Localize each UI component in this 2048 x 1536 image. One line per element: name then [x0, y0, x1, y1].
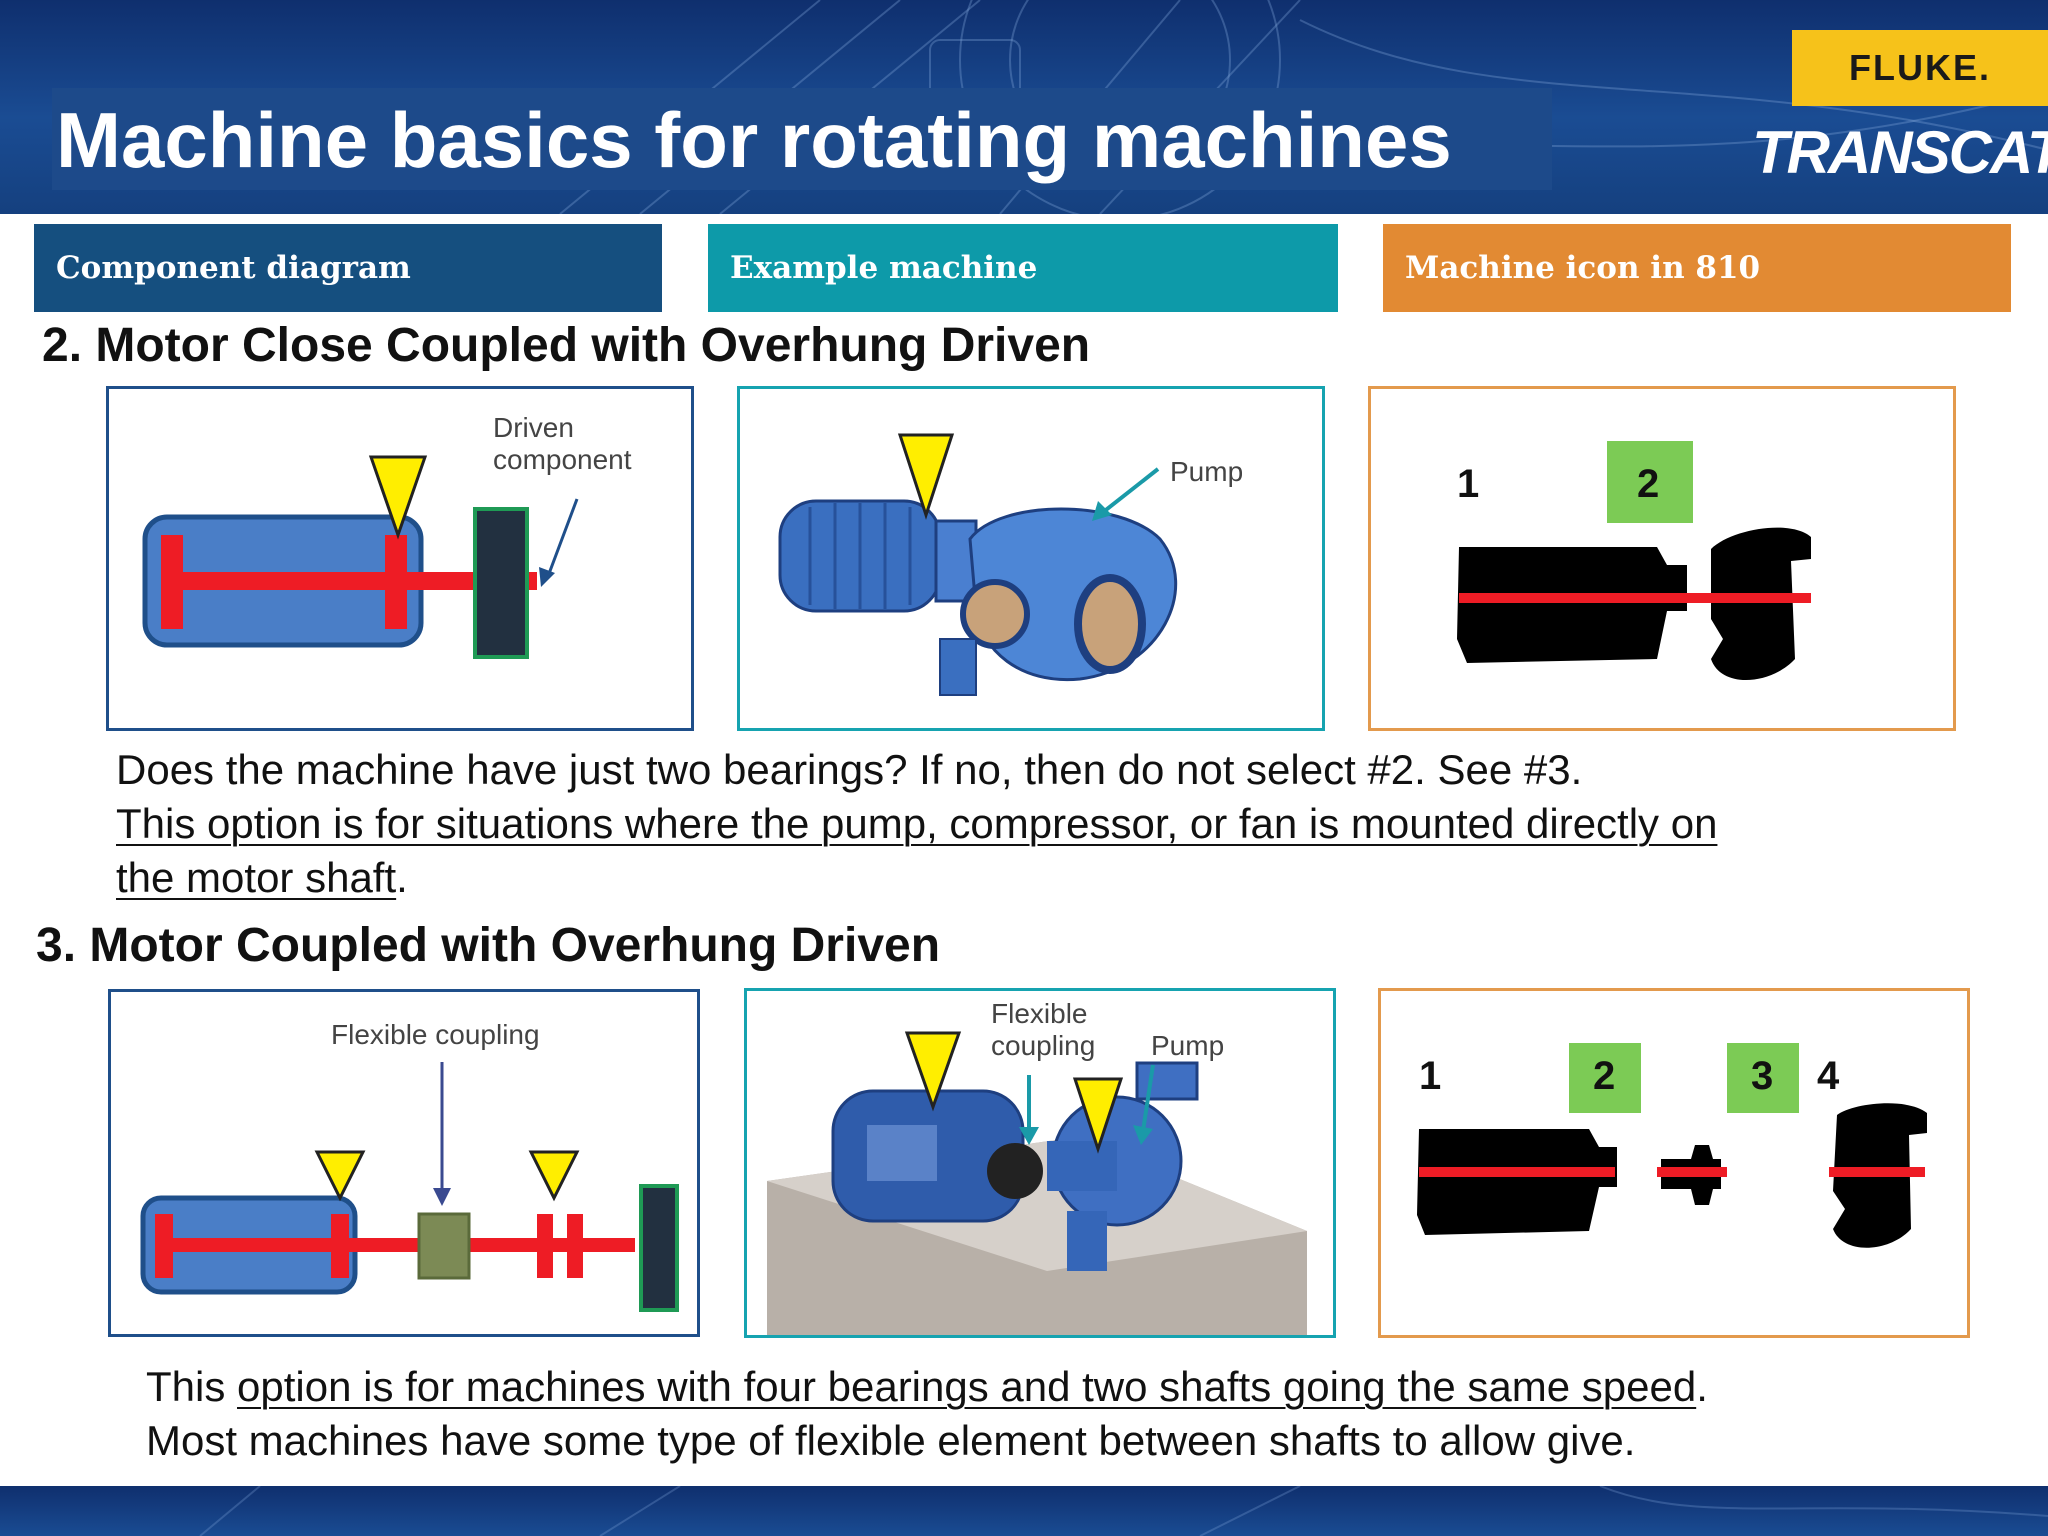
pump-arrow-head-icon	[1092, 501, 1112, 521]
icon-highlight-box	[1607, 441, 1693, 523]
section-3-text-line1-end: .	[1696, 1363, 1708, 1410]
column-header-example-machine: Example machine	[708, 224, 1338, 312]
pump-inlet-shape	[1074, 574, 1146, 674]
sensor-triangle-left-icon	[314, 1150, 366, 1202]
section-3-text-line2: Most machines have some type of flexible…	[146, 1417, 1636, 1464]
coupling-arrow-head-icon	[1019, 1127, 1039, 1145]
section-2-component-diagram: Driven component	[106, 386, 694, 731]
motor-silhouette-icon	[1457, 547, 1687, 663]
flexible-coupling-label: Flexible coupling	[331, 1019, 540, 1050]
pump-bearing-housing-shape	[1047, 1141, 1117, 1191]
flexible-label-line1: Flexible	[991, 998, 1087, 1029]
icon-number-2: 2	[1593, 1054, 1615, 1098]
pump-arrow-head-icon	[1133, 1125, 1153, 1145]
sensor-triangle-right-icon	[1072, 1077, 1124, 1154]
icon-number-4: 4	[1817, 1054, 1840, 1098]
pump-arrow-line	[1141, 1064, 1155, 1132]
icon-highlight-box-2	[1569, 1043, 1641, 1113]
pump-label: Pump	[1151, 1030, 1224, 1061]
pump-arrow-line	[1100, 467, 1160, 515]
icon-shaft-line	[1459, 593, 1811, 603]
section-2-text-line2: This option is for situations where the …	[116, 800, 1718, 847]
section-2-text-line3-end: .	[396, 854, 408, 901]
header-banner: Machine basics for rotating machines FLU…	[0, 0, 2048, 214]
pump-foot-shape	[939, 638, 977, 696]
section-2-machine-icon: 1 2	[1368, 386, 1956, 731]
pump-outlet-shape	[960, 579, 1030, 649]
sensor-triangle-icon	[368, 455, 428, 540]
footer-background-pattern	[199, 1486, 2048, 1536]
icon-number-2: 2	[1637, 462, 1659, 506]
page-title: Machine basics for rotating machines	[56, 96, 1452, 184]
driven-label-line1: Driven	[493, 412, 574, 443]
title-backdrop	[52, 88, 1552, 190]
driven-arrow-head-icon	[539, 567, 555, 587]
section-2-text-line1: Does the machine have just two bearings?…	[116, 746, 1583, 793]
shaft-line	[155, 1238, 635, 1252]
driven-label-line2: component	[493, 444, 632, 475]
section-2-text-line3-underlined: the motor shaft	[116, 854, 397, 901]
icon-810-coupled-overhung: 1 2 3 4	[1417, 1043, 1927, 1248]
column-header-machine-icon: Machine icon in 810	[1383, 224, 2011, 312]
close-coupled-diagram: Driven component	[142, 412, 632, 659]
icon-shaft-coupling	[1657, 1167, 1727, 1177]
icon-810-close-coupled: 1 2	[1457, 441, 1811, 681]
flexible-label-line2: coupling	[991, 1030, 1095, 1061]
driven-component-shape	[639, 1184, 679, 1312]
icon-number-1: 1	[1419, 1054, 1441, 1098]
section-2-title: 2. Motor Close Coupled with Overhung Dri…	[42, 319, 1091, 372]
section-2-example-machine: Pump	[737, 386, 1325, 731]
coupling-guard-shape	[987, 1143, 1043, 1199]
sensor-triangle-left-icon	[904, 1031, 962, 1112]
pump-bearing-3	[537, 1214, 553, 1278]
coupling-shape	[417, 1212, 471, 1280]
section-3-description: This option is for machines with four be…	[146, 1360, 1966, 1468]
column-header-component-diagram: Component diagram	[34, 224, 662, 312]
pump-label: Pump	[1170, 456, 1243, 487]
pump-discharge-shape	[1135, 1061, 1199, 1101]
coupling-arrow-head-icon	[433, 1188, 451, 1206]
coupled-overhung-diagram: Flexible coupling	[140, 1019, 679, 1312]
pump-silhouette-icon	[1711, 527, 1811, 681]
section-3-text-line1-underlined: option is for machines with four bearing…	[237, 1363, 1697, 1410]
section-3-example-machine: Flexible coupling Pump	[744, 988, 1336, 1338]
fluke-logo: FLUKE.	[1792, 30, 2048, 106]
section-2-text-line3: the motor shaft.	[116, 851, 1936, 905]
section-3-component-diagram: Flexible coupling	[108, 989, 700, 1337]
close-coupled-pump-illustration: Pump	[778, 433, 1243, 696]
sensor-triangle-icon	[897, 433, 955, 520]
driven-component-shape	[473, 507, 529, 659]
section-3-title: 3. Motor Coupled with Overhung Driven	[36, 919, 941, 972]
shaft-line	[161, 572, 537, 590]
icon-shaft-motor	[1419, 1167, 1615, 1177]
section-2-description: Does the machine have just two bearings?…	[116, 743, 1936, 905]
sensor-triangle-right-icon	[528, 1150, 580, 1202]
section-3-text-line1-start: This	[146, 1363, 238, 1410]
pump-foot-shape	[1067, 1211, 1107, 1271]
coupled-pump-illustration: Flexible coupling Pump	[767, 998, 1307, 1335]
pump-bearing-4	[567, 1214, 583, 1278]
footer-banner	[0, 1486, 2048, 1536]
icon-highlight-box-3	[1727, 1043, 1799, 1113]
transcat-logo: TRANSCAT	[1752, 119, 2048, 186]
icon-number-3: 3	[1751, 1054, 1773, 1098]
section-3-machine-icon: 1 2 3 4	[1378, 988, 1970, 1338]
section-3-text-line1: This option is for machines with four be…	[146, 1360, 1966, 1414]
motor-terminal-box-shape	[867, 1125, 937, 1181]
icon-shaft-pump	[1829, 1167, 1925, 1177]
icon-number-1: 1	[1457, 462, 1479, 506]
driven-arrow-line	[545, 498, 579, 580]
motor-silhouette-icon	[1417, 1129, 1617, 1235]
pump-flange-shape	[934, 519, 978, 603]
